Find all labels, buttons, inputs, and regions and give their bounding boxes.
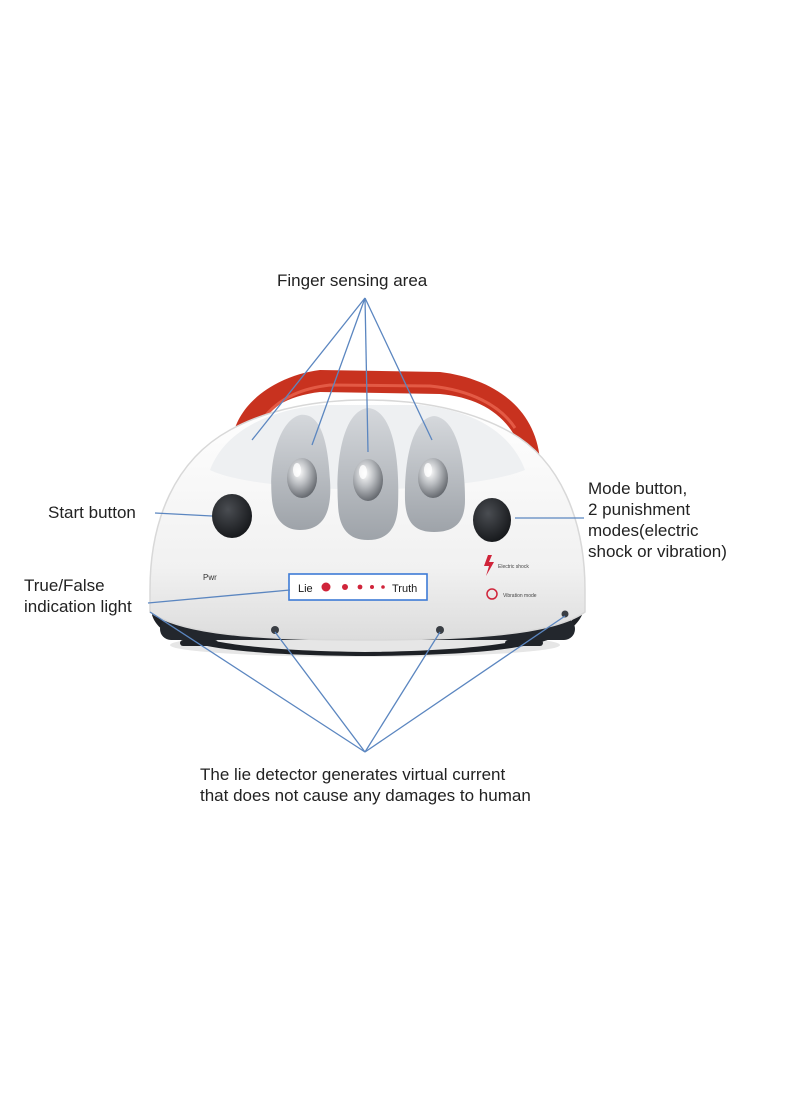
mode-button-label-line: modes(electric: [588, 521, 699, 540]
indicator-led: [321, 582, 331, 592]
foot: [436, 626, 444, 634]
power-mark: Pwr: [203, 573, 217, 582]
mode-button-label: Mode button, 2 punishment modes(electric…: [588, 478, 788, 562]
start-button-label: Start button: [48, 503, 136, 522]
indicator-led: [381, 585, 385, 589]
finger-sensing-label: Finger sensing area: [277, 271, 428, 290]
shock-mode-icon: [484, 555, 494, 576]
virtual-current-label-line: The lie detector generates virtual curre…: [200, 765, 506, 784]
mode-button-label-line: 2 punishment: [588, 500, 691, 519]
finger-sensor-center: [353, 459, 383, 501]
true-false-label-line: True/False: [24, 576, 105, 595]
true-false-label-line: indication light: [24, 597, 132, 616]
red-strap-highlight: [260, 383, 517, 429]
foot: [271, 626, 279, 634]
foot-pad: [180, 640, 218, 646]
vibration-mode-icon: [486, 588, 498, 600]
virtual-current-label-line: that does not cause any damages to human: [200, 786, 531, 805]
panel-label-lie: Lie: [298, 583, 313, 595]
finger-sensor-left: [287, 458, 317, 498]
mode-button: [473, 498, 511, 542]
mode-label-vibration: Vibration mode: [503, 593, 537, 599]
pointer-lines: [147, 297, 584, 753]
finger-sensing-channels: [271, 408, 465, 540]
indicator-led: [342, 584, 348, 590]
finger-sensor-right: [418, 458, 448, 498]
virtual-current-label: The lie detector generates virtual curre…: [200, 764, 620, 806]
indicator-led: [370, 585, 374, 589]
mode-button-label-line: Mode button,: [588, 479, 688, 498]
indicator-led: [357, 584, 363, 590]
foot: [561, 610, 569, 618]
foot-pad: [505, 640, 543, 646]
true-false-label: True/False indication light: [24, 575, 164, 617]
mode-label-shock: Electric shock: [498, 564, 529, 570]
mode-button-label-line: shock or vibration): [588, 542, 727, 561]
panel-label-truth: Truth: [392, 583, 417, 595]
start-button: [212, 494, 252, 538]
